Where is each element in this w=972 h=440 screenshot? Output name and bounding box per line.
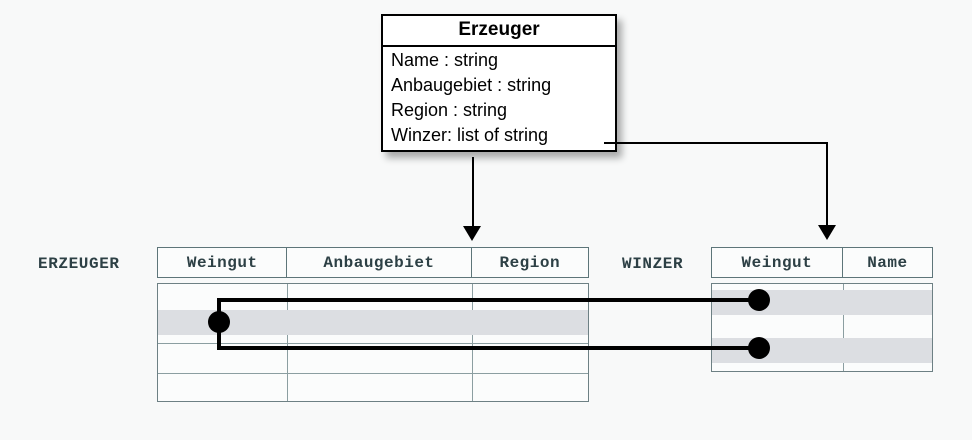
- column-header-name[interactable]: Name: [867, 253, 908, 272]
- row-link-dot-erzeuger: [208, 311, 230, 333]
- row-link-line-bottom: [217, 346, 757, 350]
- connector-winzer-to-table-arrowhead: [818, 225, 836, 240]
- uml-attribute-name: Name : string: [391, 50, 499, 70]
- connector-class-to-erzeuger-line: [472, 157, 474, 227]
- connector-winzer-elbow-vertical: [826, 142, 828, 226]
- table-label-winzer: WINZER: [622, 255, 684, 273]
- column-header-region[interactable]: Region: [499, 253, 561, 272]
- connector-winzer-elbow-horizontal: [604, 142, 828, 144]
- column-divider: [287, 284, 288, 401]
- row-divider: [158, 343, 588, 344]
- column-divider: [843, 284, 844, 371]
- row-divider: [158, 373, 588, 374]
- table-header-winzer: Weingut Name: [711, 247, 933, 278]
- column-header-weingut[interactable]: Weingut: [158, 248, 288, 277]
- uml-attribute-region: Region : string: [391, 100, 508, 120]
- uml-class-name: Erzeuger: [383, 16, 615, 47]
- connector-class-to-erzeuger-arrowhead: [463, 226, 481, 241]
- column-divider: [472, 284, 473, 401]
- uml-attribute-anbaugebiet: Anbaugebiet : string: [391, 75, 552, 95]
- table-row-highlight-winzer: [712, 338, 932, 363]
- column-header-weingut[interactable]: Weingut: [712, 248, 843, 277]
- uml-class-box[interactable]: Erzeuger Name : string Anbaugebiet : str…: [381, 14, 617, 152]
- uml-attribute-winzer: Winzer: list of string: [391, 125, 549, 145]
- table-row-highlight-winzer: [712, 290, 932, 315]
- column-header-anbaugebiet[interactable]: Anbaugebiet: [287, 248, 472, 277]
- uml-attribute-list: Name : string Anbaugebiet : string Regio…: [383, 47, 615, 150]
- table-label-erzeuger: ERZEUGER: [38, 255, 120, 273]
- row-link-dot-winzer-row3: [748, 337, 770, 359]
- row-link-line-top: [217, 298, 757, 302]
- table-header-erzeuger: Weingut Anbaugebiet Region: [157, 247, 589, 278]
- row-link-dot-winzer-row1: [748, 289, 770, 311]
